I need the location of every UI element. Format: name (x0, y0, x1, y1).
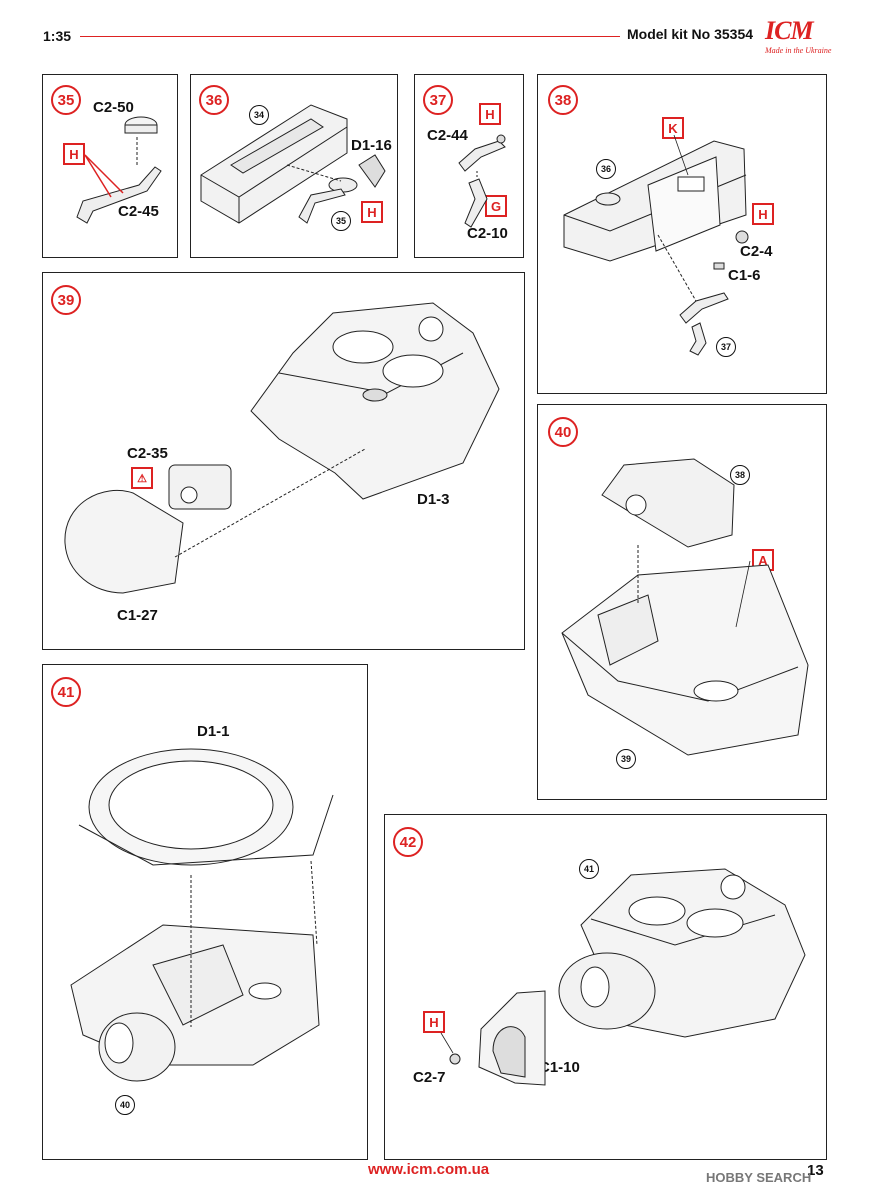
step-42-illustration (440, 868, 806, 1086)
paint-code: H (752, 203, 774, 225)
part-label: D1-3 (417, 491, 450, 508)
step-41-panel: 41 D1-1 40 (42, 664, 368, 1160)
page-number: 13 (807, 1162, 824, 1179)
part-label: C1-10 (539, 1059, 580, 1076)
part-label: C2-10 (467, 225, 508, 242)
part-label: C1-27 (117, 607, 158, 624)
step-39-panel: 39 C2-35 ⚠ D1-3 C1-27 (42, 272, 525, 650)
step-number: 39 (51, 285, 81, 315)
part-label: C2-7 (413, 1069, 446, 1086)
step-42-panel: 42 41 H C2-7 C1-10 (384, 814, 827, 1160)
watermark: HOBBY SEARCH (706, 1170, 812, 1185)
ref-step: 34 (249, 105, 269, 125)
paint-code: H (63, 143, 85, 165)
ref-step: 41 (579, 859, 599, 879)
step-number: 38 (548, 85, 578, 115)
part-label: C2-44 (427, 127, 468, 144)
step-35-panel: 35 C2-50 H C2-45 (42, 74, 178, 258)
header-rule (80, 36, 620, 37)
part-label: D1-16 (351, 137, 392, 154)
part-label: C2-50 (93, 99, 134, 116)
step-number: 40 (548, 417, 578, 447)
part-label: C2-4 (740, 243, 773, 260)
step-38-illustration (563, 134, 749, 356)
step-40-illustration (561, 458, 809, 756)
step-37-illustration (458, 134, 506, 228)
logo-text: ICM (765, 16, 814, 45)
ref-step: 39 (616, 749, 636, 769)
step-36-panel: 36 34 D1-16 35 H (190, 74, 398, 258)
step-number: 42 (393, 827, 423, 857)
footer-url[interactable]: www.icm.com.ua (368, 1161, 490, 1178)
step-41-illustration (70, 748, 334, 1082)
ref-step: 36 (596, 159, 616, 179)
ref-step: 35 (331, 211, 351, 231)
kit-number: Model kit No 35354 (627, 26, 754, 42)
step-40-panel: 40 38 A 39 (537, 404, 827, 800)
step-37-panel: 37 H C2-44 G C2-10 (414, 74, 524, 258)
paint-code: ⚠ (131, 467, 153, 489)
part-label: C2-35 (127, 445, 168, 462)
step-35-illustration (76, 116, 162, 224)
part-label: D1-1 (197, 723, 230, 740)
step-39-illustration (64, 302, 500, 594)
part-label: C1-6 (728, 267, 761, 284)
ref-step: 37 (716, 337, 736, 357)
ref-step: 40 (115, 1095, 135, 1115)
step-number: 37 (423, 85, 453, 115)
ref-step: 38 (730, 465, 750, 485)
step-number: 41 (51, 677, 81, 707)
step-38-panel: 38 K 36 H C2-4 C1-6 37 (537, 74, 827, 394)
icm-logo: ICM Made in the Ukraine (765, 18, 835, 66)
step-number: 35 (51, 85, 81, 115)
step-36-illustration (200, 104, 386, 224)
scale-label: 1:35 (43, 28, 72, 44)
paint-code: G (485, 195, 507, 217)
paint-code: H (423, 1011, 445, 1033)
part-label: C2-45 (118, 203, 159, 220)
step-number: 36 (199, 85, 229, 115)
paint-code: H (361, 201, 383, 223)
paint-code: K (662, 117, 684, 139)
paint-code: H (479, 103, 501, 125)
logo-tagline: Made in the Ukraine (765, 46, 832, 55)
